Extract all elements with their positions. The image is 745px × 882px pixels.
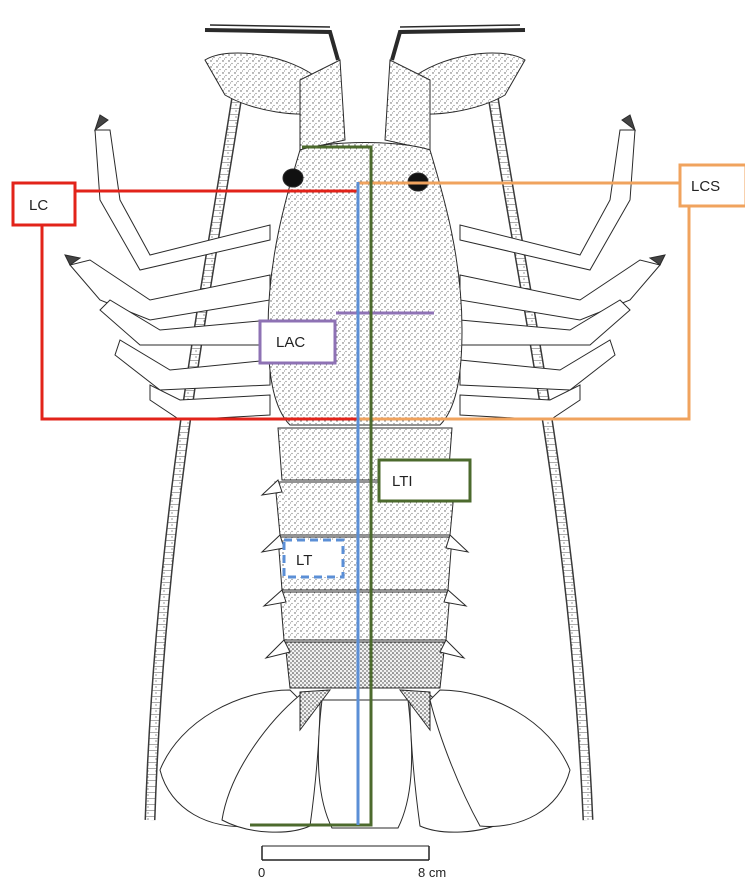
lac-label: LAC [276, 334, 305, 351]
scale-bar-end-label: 8 cm [418, 865, 446, 880]
antennal-bases [205, 53, 525, 150]
eye-left [283, 169, 303, 187]
tail-fan [160, 690, 570, 832]
scale-bar: 0 8 cm [258, 846, 446, 880]
lti-label: LTI [392, 473, 413, 490]
lcs-label: LCS [691, 178, 720, 195]
lt-label: LT [296, 552, 312, 569]
walking-legs-right [460, 115, 665, 420]
walking-legs-left [65, 115, 270, 420]
lt-label-box [284, 540, 343, 577]
lc-label: LC [29, 197, 48, 214]
scale-bar-start-label: 0 [258, 865, 265, 880]
